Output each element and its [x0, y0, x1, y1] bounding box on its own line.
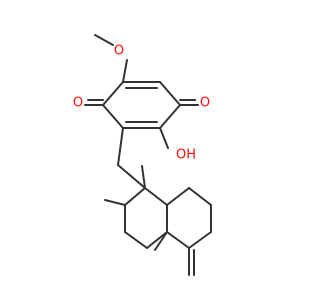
bond-c1prime-c2prime — [124, 187, 146, 206]
bond-c4prime-c4aprime — [146, 231, 168, 249]
bond-c3-c4 — [159, 104, 181, 129]
bond-c2prime-methyl — [104, 199, 126, 206]
bond-c5-c6 — [102, 104, 124, 129]
bond-c1prime-methyl — [141, 165, 146, 189]
atom-o-methoxy: O — [114, 44, 124, 59]
bonds — [84, 34, 212, 276]
bond-methyl-o — [94, 34, 114, 46]
atom-o-carbonyl-right: O — [200, 96, 210, 111]
bond-c5-ch2 — [117, 127, 124, 166]
bond-c4-oh — [159, 127, 169, 149]
bond-c8aprime-c8prime — [166, 187, 190, 206]
bond-c5prime-c4aprime — [166, 231, 190, 249]
bond-c2-c3 — [159, 81, 181, 106]
bond-c6prime-c5prime — [188, 231, 212, 249]
bond-o-c1 — [122, 59, 128, 83]
bond-c8aprime-c1prime — [144, 187, 168, 206]
atom-labels: O O O OH — [73, 44, 210, 163]
atom-oh-hydroxyl: OH — [176, 148, 196, 163]
bond-ch2-c1prime — [117, 164, 146, 189]
bond-c8prime-c7prime — [188, 187, 212, 206]
bond-c4aprime-methyl — [154, 231, 168, 251]
bond-c3prime-c4prime — [124, 231, 148, 249]
bond-c6-c1 — [102, 81, 124, 106]
molecule-diagram: O O O OH — [73, 34, 212, 276]
atom-o-carbonyl-left: O — [73, 96, 83, 111]
